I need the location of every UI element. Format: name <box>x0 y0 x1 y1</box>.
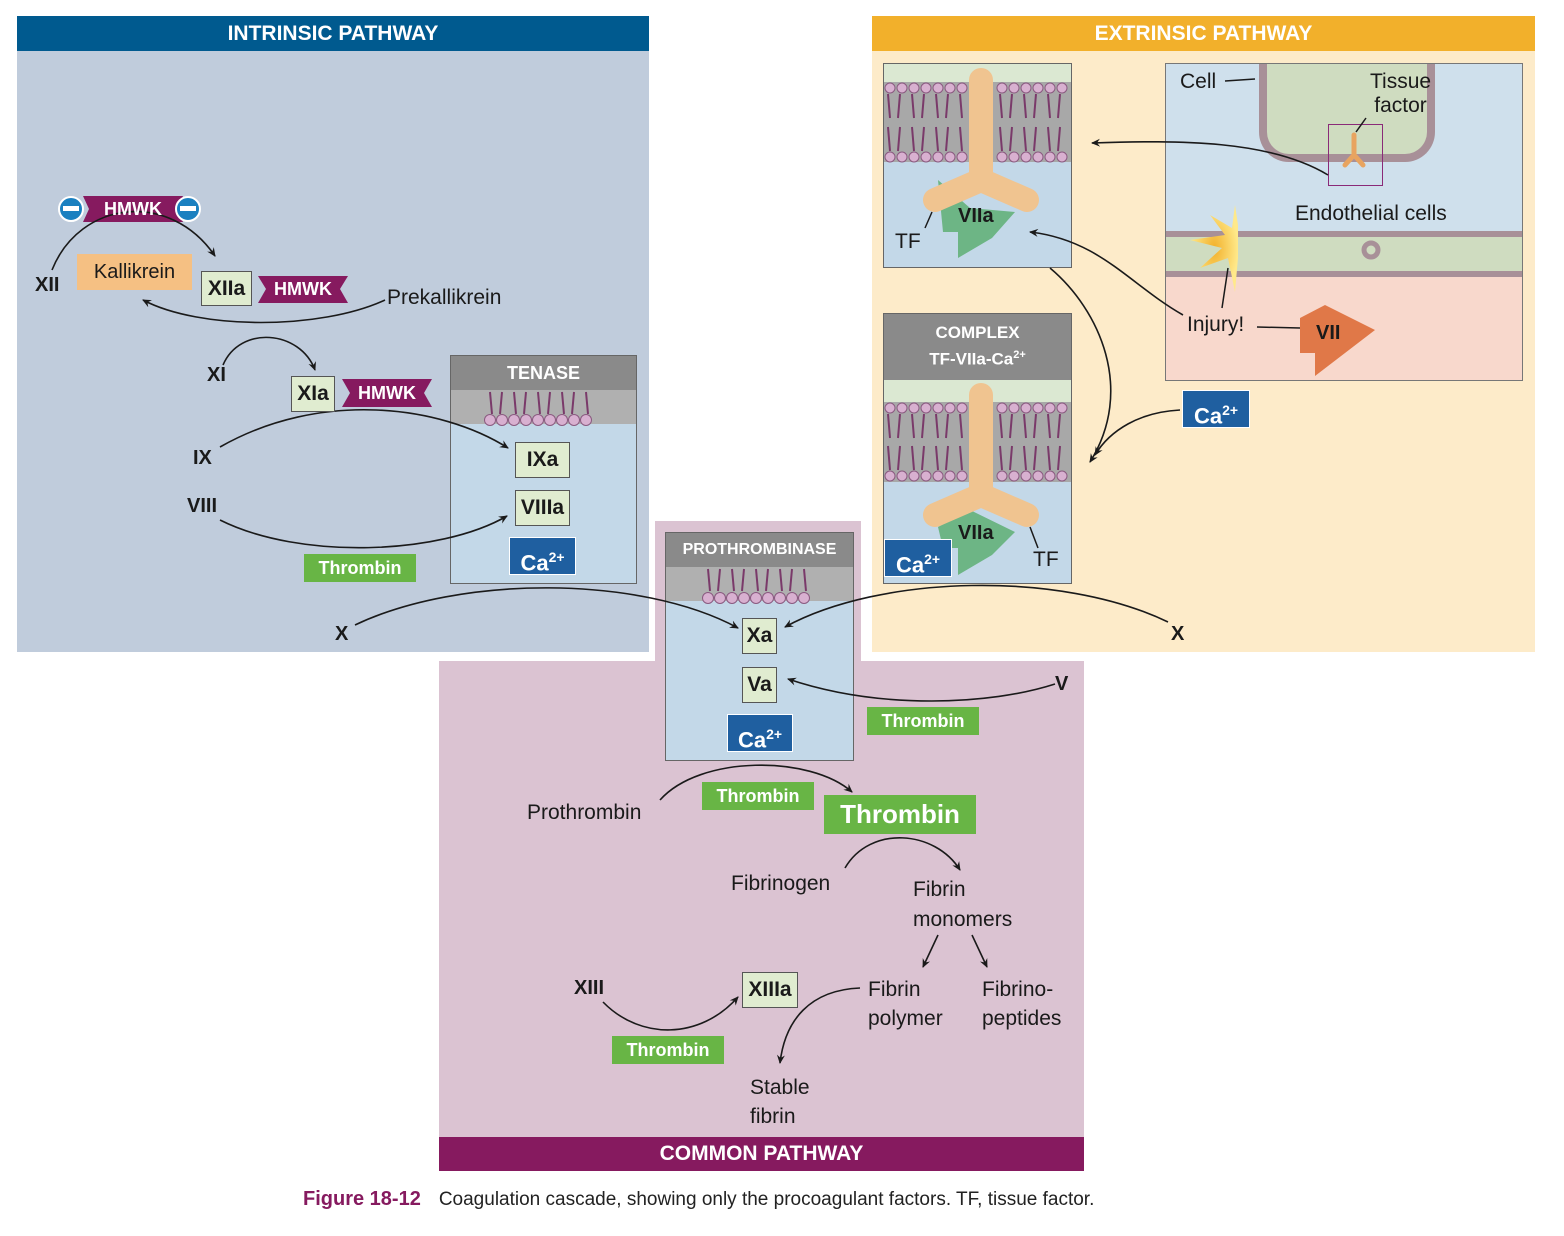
tf-label-top: TF <box>895 230 921 253</box>
arrow-prekallikrein-to-kallikrein <box>142 299 386 324</box>
pathway-arrows <box>51 138 1329 1064</box>
endothelial-nucleus-icon <box>1361 240 1381 260</box>
endothelial-cells-label: Endothelial cells <box>1295 202 1447 225</box>
arrow-extrinsic-x-to-xa <box>784 584 1169 628</box>
arrow-ca-to-complex <box>1094 409 1181 456</box>
thrombin-product: Thrombin <box>824 795 976 834</box>
arrow-xii-to-xiia <box>51 210 216 271</box>
factor-viiia-box: VIIIa <box>515 490 570 526</box>
figure-caption: Figure 18-12 Coagulation cascade, showing… <box>303 1188 1094 1211</box>
injury-burst-icon <box>1190 205 1238 309</box>
viia-label-top: VIIa <box>958 205 994 227</box>
factor-ixa-box: IXa <box>515 442 570 478</box>
hmwk-label-xia: HMWK <box>358 383 416 403</box>
arrow-fibrinogen-to-fibrin <box>844 837 961 871</box>
complex-header: COMPLEX TF-VIIa-Ca2+ <box>884 314 1071 380</box>
arrow-injury-to-viia <box>1029 228 1184 316</box>
prekallikrein-label: Prekallikrein <box>387 286 502 309</box>
factor-v: V <box>1055 673 1069 695</box>
arrow-intrinsic-x-to-xa <box>354 587 739 629</box>
thrombin-tag-xiii: Thrombin <box>612 1036 724 1064</box>
factor-vii-label: VII <box>1316 322 1341 344</box>
factor-xiiia-box: XIIIa <box>742 972 798 1008</box>
figure-number: Figure 18-12 <box>303 1188 421 1210</box>
arrow-prothrombin-to-thrombin <box>659 764 853 801</box>
arrow-v-to-va <box>787 677 1056 702</box>
cell-body <box>1259 64 1435 162</box>
tenase-lipids <box>484 391 592 426</box>
factor-xiii: XIII <box>574 977 605 999</box>
calcium-complex: Ca2+ <box>884 539 952 577</box>
thrombin-tag-viii: Thrombin <box>304 554 416 582</box>
factor-x-intrinsic: X <box>335 623 349 645</box>
factor-xii: XII <box>35 274 60 296</box>
factor-x-extrinsic: X <box>1171 623 1185 645</box>
fibrinogen-label: Fibrinogen <box>731 872 831 895</box>
factor-xia-box: XIa <box>291 376 335 412</box>
tenase-header: TENASE <box>451 356 636 390</box>
prothrombinase-header: PROTHROMBINASE <box>666 533 853 567</box>
cell-label: Cell <box>1180 70 1217 93</box>
factor-viii: VIII <box>187 495 218 517</box>
arrow-xiii-to-xiiia <box>602 996 739 1031</box>
caption-text: Coagulation cascade, showing only the pr… <box>438 1189 1095 1210</box>
calcium-tenase: Ca2+ <box>509 537 576 575</box>
factor-vii-shape <box>1256 305 1375 376</box>
thrombin-tag-prothrombin: Thrombin <box>702 782 814 810</box>
fibrinopeptides-label: Fibrino-peptides <box>982 978 1062 1030</box>
calcium-prothrombinase: Ca2+ <box>727 714 793 752</box>
arrow-ix-to-ixa <box>219 409 509 449</box>
arrow-tissue-factor-to-membrane <box>1091 138 1329 176</box>
factor-xi: XI <box>207 364 226 386</box>
hmwk-label-inhibited: HMWK <box>104 199 162 219</box>
factor-va-box: Va <box>742 667 777 703</box>
arrow-viii-to-viiia <box>219 515 508 549</box>
complex-title: COMPLEX <box>935 323 1020 342</box>
prothrombinase-lipids <box>702 568 810 604</box>
prothrombin-label: Prothrombin <box>527 801 642 824</box>
factor-ix: IX <box>193 447 212 469</box>
kallikrein-box: Kallikrein <box>77 254 192 290</box>
hmwk-label-xiia: HMWK <box>274 279 332 299</box>
common-pathway-header: COMMON PATHWAY <box>439 1137 1084 1171</box>
tissue-factor-shape-top <box>923 68 1039 258</box>
arrow-membrane-to-complex <box>1049 267 1112 463</box>
thrombin-tag-v: Thrombin <box>867 707 979 735</box>
tissue-factor-shape-complex <box>923 383 1039 575</box>
factor-xiia-box: XIIa <box>201 271 252 306</box>
arrow-monomers-to-fibrinopeptides <box>971 934 988 968</box>
intrinsic-pathway-header: INTRINSIC PATHWAY <box>17 16 649 51</box>
arrow-xi-to-xia <box>222 336 316 371</box>
extrinsic-pathway-header: EXTRINSIC PATHWAY <box>872 16 1535 51</box>
viia-label-complex: VIIa <box>958 522 994 544</box>
tissue-factor-small-icon <box>1224 78 1367 168</box>
tissue-factor-highlight <box>1328 124 1383 186</box>
calcium-extrinsic: Ca2+ <box>1182 390 1250 428</box>
complex-subtitle: TF-VIIa-Ca2+ <box>929 349 1026 369</box>
injury-label: Injury! <box>1187 313 1245 336</box>
arrow-polymer-to-stable-fibrin <box>776 987 861 1064</box>
minus-sign-icons <box>58 196 201 222</box>
arrow-monomers-to-polymer <box>922 934 939 968</box>
factor-xa-box: Xa <box>742 618 777 654</box>
tf-label-complex: TF <box>1033 548 1059 571</box>
